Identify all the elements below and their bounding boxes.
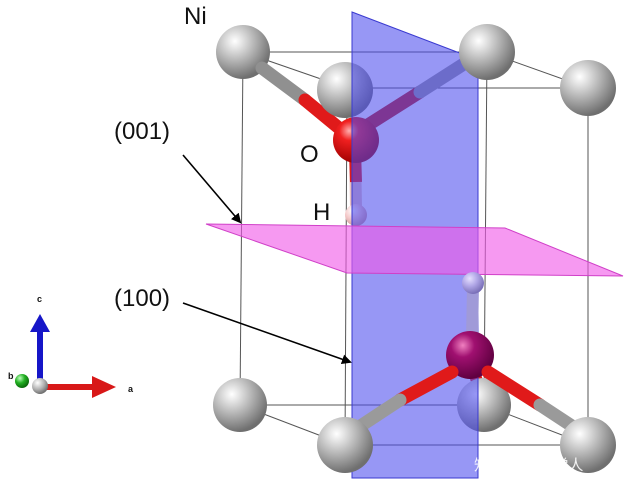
lower-front-bonds	[355, 365, 582, 435]
label-hydrogen: H	[313, 199, 330, 226]
plane-001	[205, 223, 624, 277]
axis-label-b: b	[8, 371, 14, 381]
label-plane-100: (100)	[114, 285, 170, 312]
nickel-atom	[317, 417, 373, 473]
axes-indicator: c a b	[8, 294, 134, 398]
lower-hydroxyl	[446, 272, 494, 379]
label-ni: Ni	[184, 3, 207, 30]
oxygen-atom	[446, 331, 494, 379]
arrow-100	[182, 302, 352, 365]
axis-label-a: a	[128, 384, 134, 394]
nickel-atom	[560, 60, 616, 116]
nickel-atom	[459, 24, 515, 80]
arrow-001	[182, 154, 242, 224]
axis-label-c: c	[37, 294, 42, 304]
nickel-atom	[213, 378, 267, 432]
hydrogen-atom	[462, 272, 484, 294]
watermark-text: 知乎 @能源学人	[474, 457, 583, 474]
nickel-atom	[560, 417, 616, 473]
label-oxygen: O	[300, 141, 319, 168]
label-plane-001: (001)	[114, 118, 170, 145]
